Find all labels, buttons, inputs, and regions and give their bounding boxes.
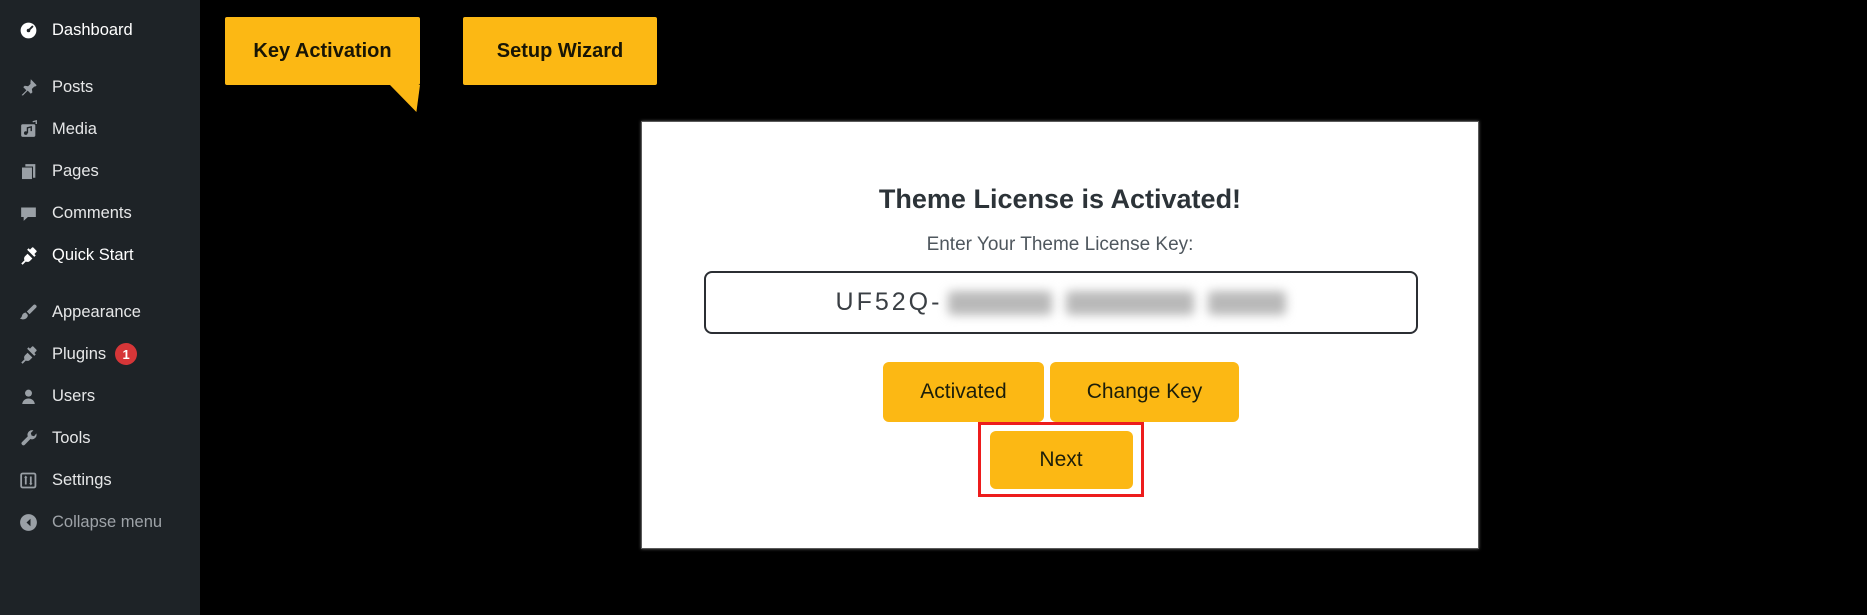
sidebar-item-pages[interactable]: Pages [0,150,200,192]
sidebar-item-label: Appearance [52,302,141,321]
comment-icon [17,202,39,224]
sidebar-item-plugins[interactable]: Plugins 1 [0,333,200,375]
sidebar-item-label: Pages [52,161,99,180]
plugins-update-badge: 1 [115,343,138,365]
pages-icon [17,160,39,182]
sidebar-item-appearance[interactable]: Appearance [0,291,200,333]
collapse-icon [17,511,39,533]
sidebar-item-quick-start[interactable]: Quick Start [0,234,200,276]
card-title: Theme License is Activated! [878,184,1242,214]
license-card: Theme License is Activated! Enter Your T… [641,121,1479,549]
sidebar-item-tools[interactable]: Tools [0,417,200,459]
card-subtitle: Enter Your Theme License Key: [926,234,1194,255]
dashboard-icon [17,19,39,41]
next-button-highlight-box: Next [978,422,1144,497]
sidebar-item-label: Settings [52,470,112,489]
sidebar-item-collapse-menu[interactable]: Collapse menu [0,501,200,543]
next-button[interactable]: Next [989,430,1133,489]
change-key-button[interactable]: Change Key [1050,362,1239,422]
pushpin-icon [17,76,39,98]
tab-setup-wizard[interactable]: Setup Wizard [463,17,657,85]
redaction-blob [1066,290,1195,315]
sidebar-item-users[interactable]: Users [0,375,200,417]
sidebar-item-label: Collapse menu [52,512,163,531]
brush-icon [17,301,39,323]
sliders-icon [17,469,39,491]
sidebar-item-label: Quick Start [52,245,134,264]
sidebar-item-label: Dashboard [52,20,133,39]
sidebar-item-dashboard[interactable]: Dashboard [0,9,200,51]
sidebar-item-label: Media [52,119,97,138]
sidebar-item-comments[interactable]: Comments [0,192,200,234]
media-icon [17,118,39,140]
wrench-icon [17,427,39,449]
sidebar-item-label: Tools [52,428,91,447]
sidebar-item-label: Posts [52,77,94,96]
redaction-blob [1208,290,1287,315]
tab-key-activation[interactable]: Key Activation [225,17,420,85]
tab-setup-wizard-label: Setup Wizard [496,39,624,62]
sidebar-item-media[interactable]: Media [0,108,200,150]
license-key-redaction [948,290,1287,315]
license-key-visible-value: UF52Q- [835,288,943,316]
sidebar-item-label: Plugins [52,344,107,363]
plug-icon [17,343,39,365]
plug-icon [17,244,39,266]
tab-speech-tail [390,85,420,112]
activated-button[interactable]: Activated [883,362,1044,422]
sidebar-item-label: Comments [52,203,132,222]
user-icon [17,385,39,407]
sidebar-item-label: Users [52,386,96,405]
sidebar-item-posts[interactable]: Posts [0,66,200,108]
tab-key-activation-label: Key Activation [253,39,392,62]
sidebar-item-settings[interactable]: Settings [0,459,200,501]
license-key-input[interactable]: UF52Q- [704,271,1418,334]
redaction-blob [948,290,1053,315]
